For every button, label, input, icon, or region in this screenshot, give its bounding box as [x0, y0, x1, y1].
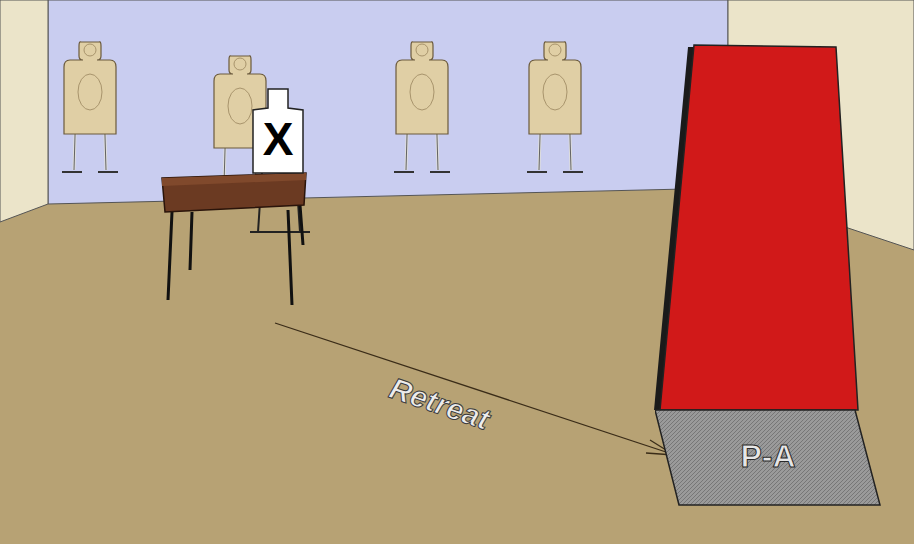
mat-shape	[655, 410, 880, 505]
back-wall	[48, 0, 728, 204]
node-text: X	[263, 114, 294, 165]
position-mat: P-A	[655, 408, 881, 506]
retreat-arrow	[275, 323, 674, 455]
target-stand	[62, 42, 118, 172]
target-shape	[253, 89, 303, 173]
paper-target: X	[252, 88, 304, 174]
retreat-label: Retreat	[386, 371, 495, 437]
barricade	[654, 45, 858, 410]
node-text: P-A	[740, 439, 795, 474]
table	[162, 173, 306, 305]
target-stand	[527, 42, 583, 172]
left-wall	[0, 0, 48, 222]
target-stand	[394, 42, 450, 172]
